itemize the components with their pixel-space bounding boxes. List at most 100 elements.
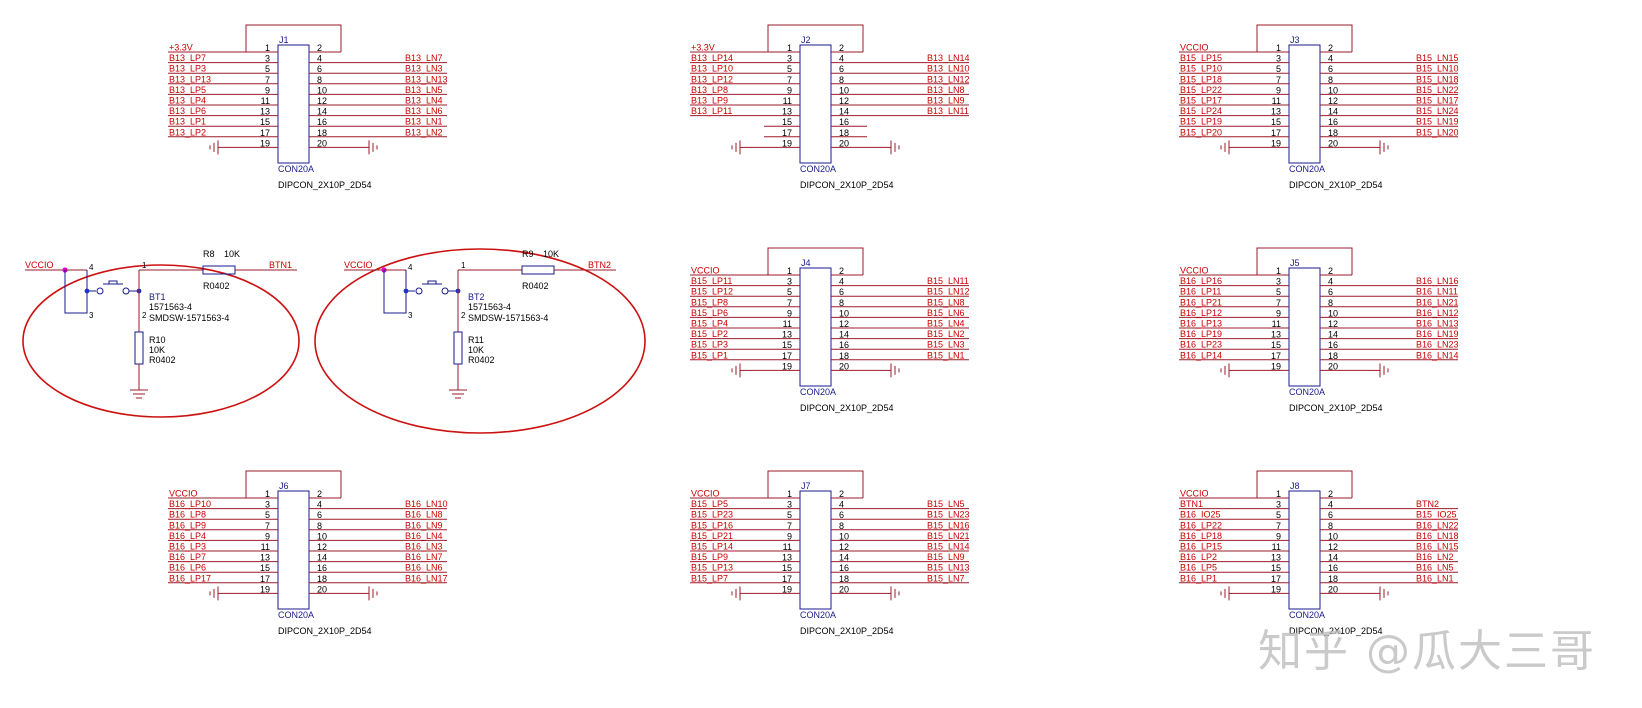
ground-icon (130, 382, 148, 399)
pin-number: 19 (782, 138, 792, 148)
resistor-footprint: R0402 (468, 355, 495, 365)
net-label: B15_LP10 (1180, 64, 1222, 74)
pin-number: 6 (317, 510, 322, 520)
pin-number: 15 (260, 563, 270, 573)
pin-number: 7 (265, 521, 270, 531)
pin-number: 12 (1328, 319, 1338, 329)
pin-number: 2 (142, 311, 147, 320)
net-label: B16_LP11 (1180, 287, 1221, 297)
net-label: B16_LN10 (405, 499, 448, 509)
pin-number: 4 (317, 54, 322, 64)
ground-icon (881, 140, 900, 155)
resistor-value: 10K (149, 345, 165, 355)
net-label: B15_LP17 (1180, 96, 1222, 106)
pin-number: 11 (261, 542, 270, 552)
net-label: B15_LN20 (1416, 127, 1459, 137)
net-label: B13_LN13 (405, 74, 448, 84)
pin-number: 12 (1328, 542, 1338, 552)
pin-number: 8 (1328, 298, 1333, 308)
net-label: VCCIO (169, 489, 198, 499)
net-label: B16_LP6 (169, 563, 206, 573)
pin-number: 15 (1271, 340, 1281, 350)
net-label: B13_LN3 (405, 64, 443, 74)
pin-number: 19 (782, 584, 792, 594)
net-label: B15_LN22 (1416, 85, 1459, 95)
pin-number: 10 (1328, 85, 1338, 95)
pin-number: 4 (839, 500, 844, 510)
net-label: B15_LN23 (927, 510, 970, 520)
net-label: B13_LP3 (169, 64, 206, 74)
switch-contact (122, 287, 130, 295)
net-label: B15_LN14 (927, 542, 970, 552)
pin-number: 20 (1328, 361, 1338, 371)
pin-number: 8 (1328, 75, 1333, 85)
pin-number: 20 (317, 138, 327, 148)
pin-number: 4 (408, 263, 413, 272)
connector-footprint: DIPCON_2X10P_2D54 (278, 626, 372, 636)
net-label: B15_LN2 (927, 329, 965, 339)
pin-number: 18 (1328, 128, 1338, 138)
junction-dot (403, 288, 409, 294)
switch-ref: BT2 (468, 292, 485, 302)
net-label: B13_LP4 (169, 96, 206, 106)
jumper-loop (245, 24, 342, 52)
jumper-loop (767, 24, 864, 52)
pin-number: 9 (1276, 85, 1281, 95)
pin-number: 2 (317, 489, 322, 499)
net-label: B13_LP9 (691, 96, 728, 106)
net-label: B16_LP18 (1180, 531, 1222, 541)
net-label: B13_LP10 (691, 64, 733, 74)
net-label: B15_LN10 (1416, 64, 1459, 74)
net-label: B16_LP7 (169, 552, 206, 562)
connector-type: CON20A (800, 610, 836, 620)
net-label: B15_LP8 (691, 297, 728, 307)
pin-number: 1 (787, 43, 792, 53)
pin-number: 1 (1276, 43, 1281, 53)
connector-ref: J3 (1290, 35, 1300, 45)
pin-number: 3 (265, 500, 270, 510)
pin-number: 3 (408, 311, 413, 320)
net-label: B13_LP6 (169, 106, 206, 116)
net-label: B16_LN15 (1416, 542, 1459, 552)
pin-number: 17 (1271, 574, 1281, 584)
pin-number: 13 (1271, 553, 1281, 563)
net-label: B15_LP22 (1180, 85, 1222, 95)
net-label: B13_LP13 (169, 74, 211, 84)
net-label: B16_LN18 (1416, 531, 1459, 541)
resistor-footprint: R0402 (149, 355, 176, 365)
connector-type: CON20A (1289, 387, 1325, 397)
net-label: B16_LP2 (1180, 552, 1217, 562)
net-label: B15_LP2 (691, 329, 728, 339)
net-label: B16_LP9 (169, 520, 206, 530)
net-label: VCCIO (1180, 43, 1209, 53)
net-label: B16_LP4 (169, 531, 206, 541)
net-label: B16_LN22 (1416, 520, 1459, 530)
pin-number: 13 (260, 553, 270, 563)
net-label: B15_LP18 (1180, 74, 1222, 84)
pin-number: 11 (783, 542, 792, 552)
connector-ref: J4 (801, 258, 811, 268)
net-label: B15_LN13 (927, 563, 970, 573)
ground-icon (1220, 586, 1239, 601)
net-label: B16_LN9 (405, 520, 443, 530)
pin-number: 14 (1328, 330, 1338, 340)
pin-number: 8 (1328, 521, 1333, 531)
net-label: BTN1 (269, 260, 292, 270)
net-label: B16_LN14 (1416, 350, 1459, 360)
net-label: B13_LN12 (927, 74, 970, 84)
net-label: B16_LP13 (1180, 319, 1222, 329)
resistor-footprint: R0402 (522, 281, 549, 291)
pin-number: 20 (839, 584, 849, 594)
switch-contact (96, 287, 104, 295)
net-label: B15_LN4 (927, 319, 965, 329)
pin-number: 9 (787, 531, 792, 541)
pin-number: 18 (1328, 351, 1338, 361)
ground-icon (1220, 140, 1239, 155)
pin-number: 5 (265, 510, 270, 520)
pin-number: 2 (317, 43, 322, 53)
pin-number: 4 (89, 263, 94, 272)
net-label: B15_LN24 (1416, 106, 1459, 116)
connector-footprint: DIPCON_2X10P_2D54 (1289, 180, 1383, 190)
ground-icon (731, 586, 750, 601)
connector-footprint: DIPCON_2X10P_2D54 (800, 403, 894, 413)
